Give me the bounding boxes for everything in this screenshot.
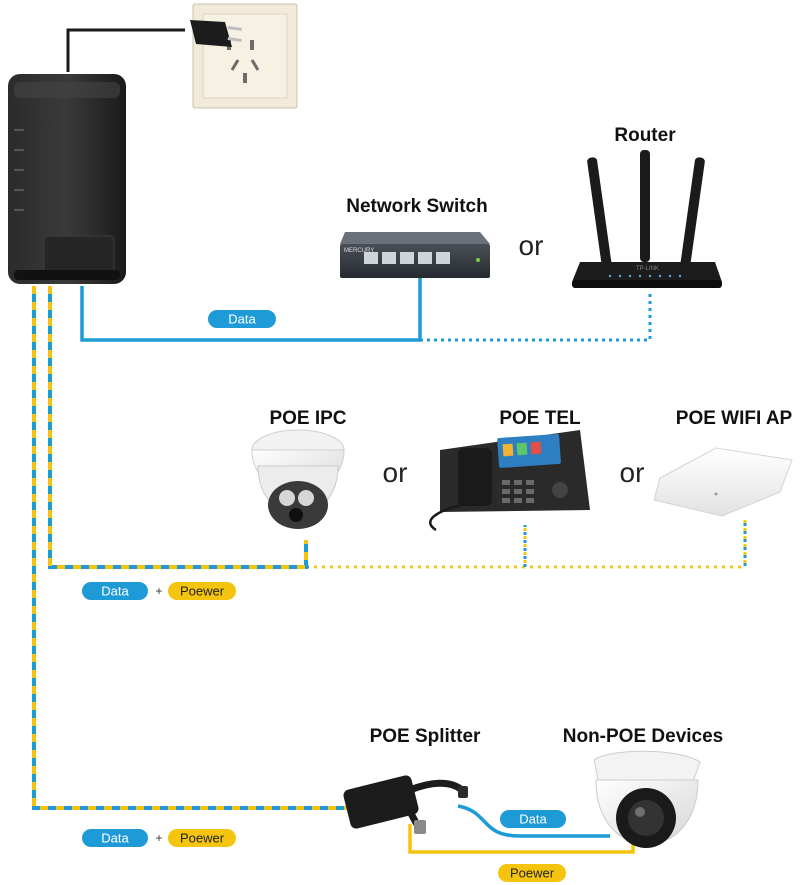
power-pill-devices-text: Poewer [180, 584, 225, 599]
data-power-pills-devices: Data + Poewer [82, 582, 236, 600]
poe-splitter-label: POE Splitter [370, 726, 481, 747]
network-switch-icon: MERCURY [340, 232, 490, 278]
poe-cable-to-splitter [32, 286, 350, 810]
wall-outlet-icon [192, 3, 298, 109]
data-pill-output-text: Data [519, 812, 547, 827]
data-pill-switch-text: Data [228, 312, 256, 327]
poe-ip-phone-icon [428, 430, 590, 532]
plus-splitter: + [155, 831, 162, 845]
or-switch-router: or [519, 230, 544, 261]
power-pill-output-text: Poewer [510, 866, 555, 881]
poe-wifi-ap-icon [653, 447, 793, 517]
non-poe-camera-icon [593, 750, 701, 848]
router-brand-text: TP-LINK [636, 266, 659, 272]
power-plug-icon [66, 20, 242, 72]
poe-splitter-icon [343, 775, 468, 834]
data-power-pills-splitter: Data + Poewer [82, 829, 236, 847]
switch-brand-text: MERCURY [344, 248, 374, 254]
network-switch-label: Network Switch [346, 196, 487, 217]
router-label: Router [614, 125, 676, 146]
data-pill-switch: Data [208, 310, 276, 328]
poe-wifi-ap-label: POE WIFI AP [676, 408, 793, 429]
poe-ipc-camera-icon [251, 429, 345, 529]
poe-injector-icon [8, 74, 126, 284]
power-pill-splitter-text: Poewer [180, 831, 225, 846]
poe-cable-to-devices [48, 286, 747, 569]
data-pill-devices-text: Data [101, 584, 129, 599]
data-pill-output: Data [500, 810, 566, 828]
or-tel-ap: or [620, 457, 645, 488]
data-cable-to-switch [80, 278, 652, 342]
poe-tel-label: POE TEL [499, 408, 581, 429]
non-poe-devices-label: Non-POE Devices [563, 726, 724, 747]
or-ipc-tel: or [383, 457, 408, 488]
power-pill-output: Poewer [498, 864, 566, 882]
plus-devices: + [155, 584, 162, 598]
data-pill-splitter-text: Data [101, 831, 129, 846]
router-icon: TP-LINK [572, 150, 722, 288]
poe-ipc-label: POE IPC [269, 408, 346, 429]
splitter-output-cables [408, 804, 635, 854]
